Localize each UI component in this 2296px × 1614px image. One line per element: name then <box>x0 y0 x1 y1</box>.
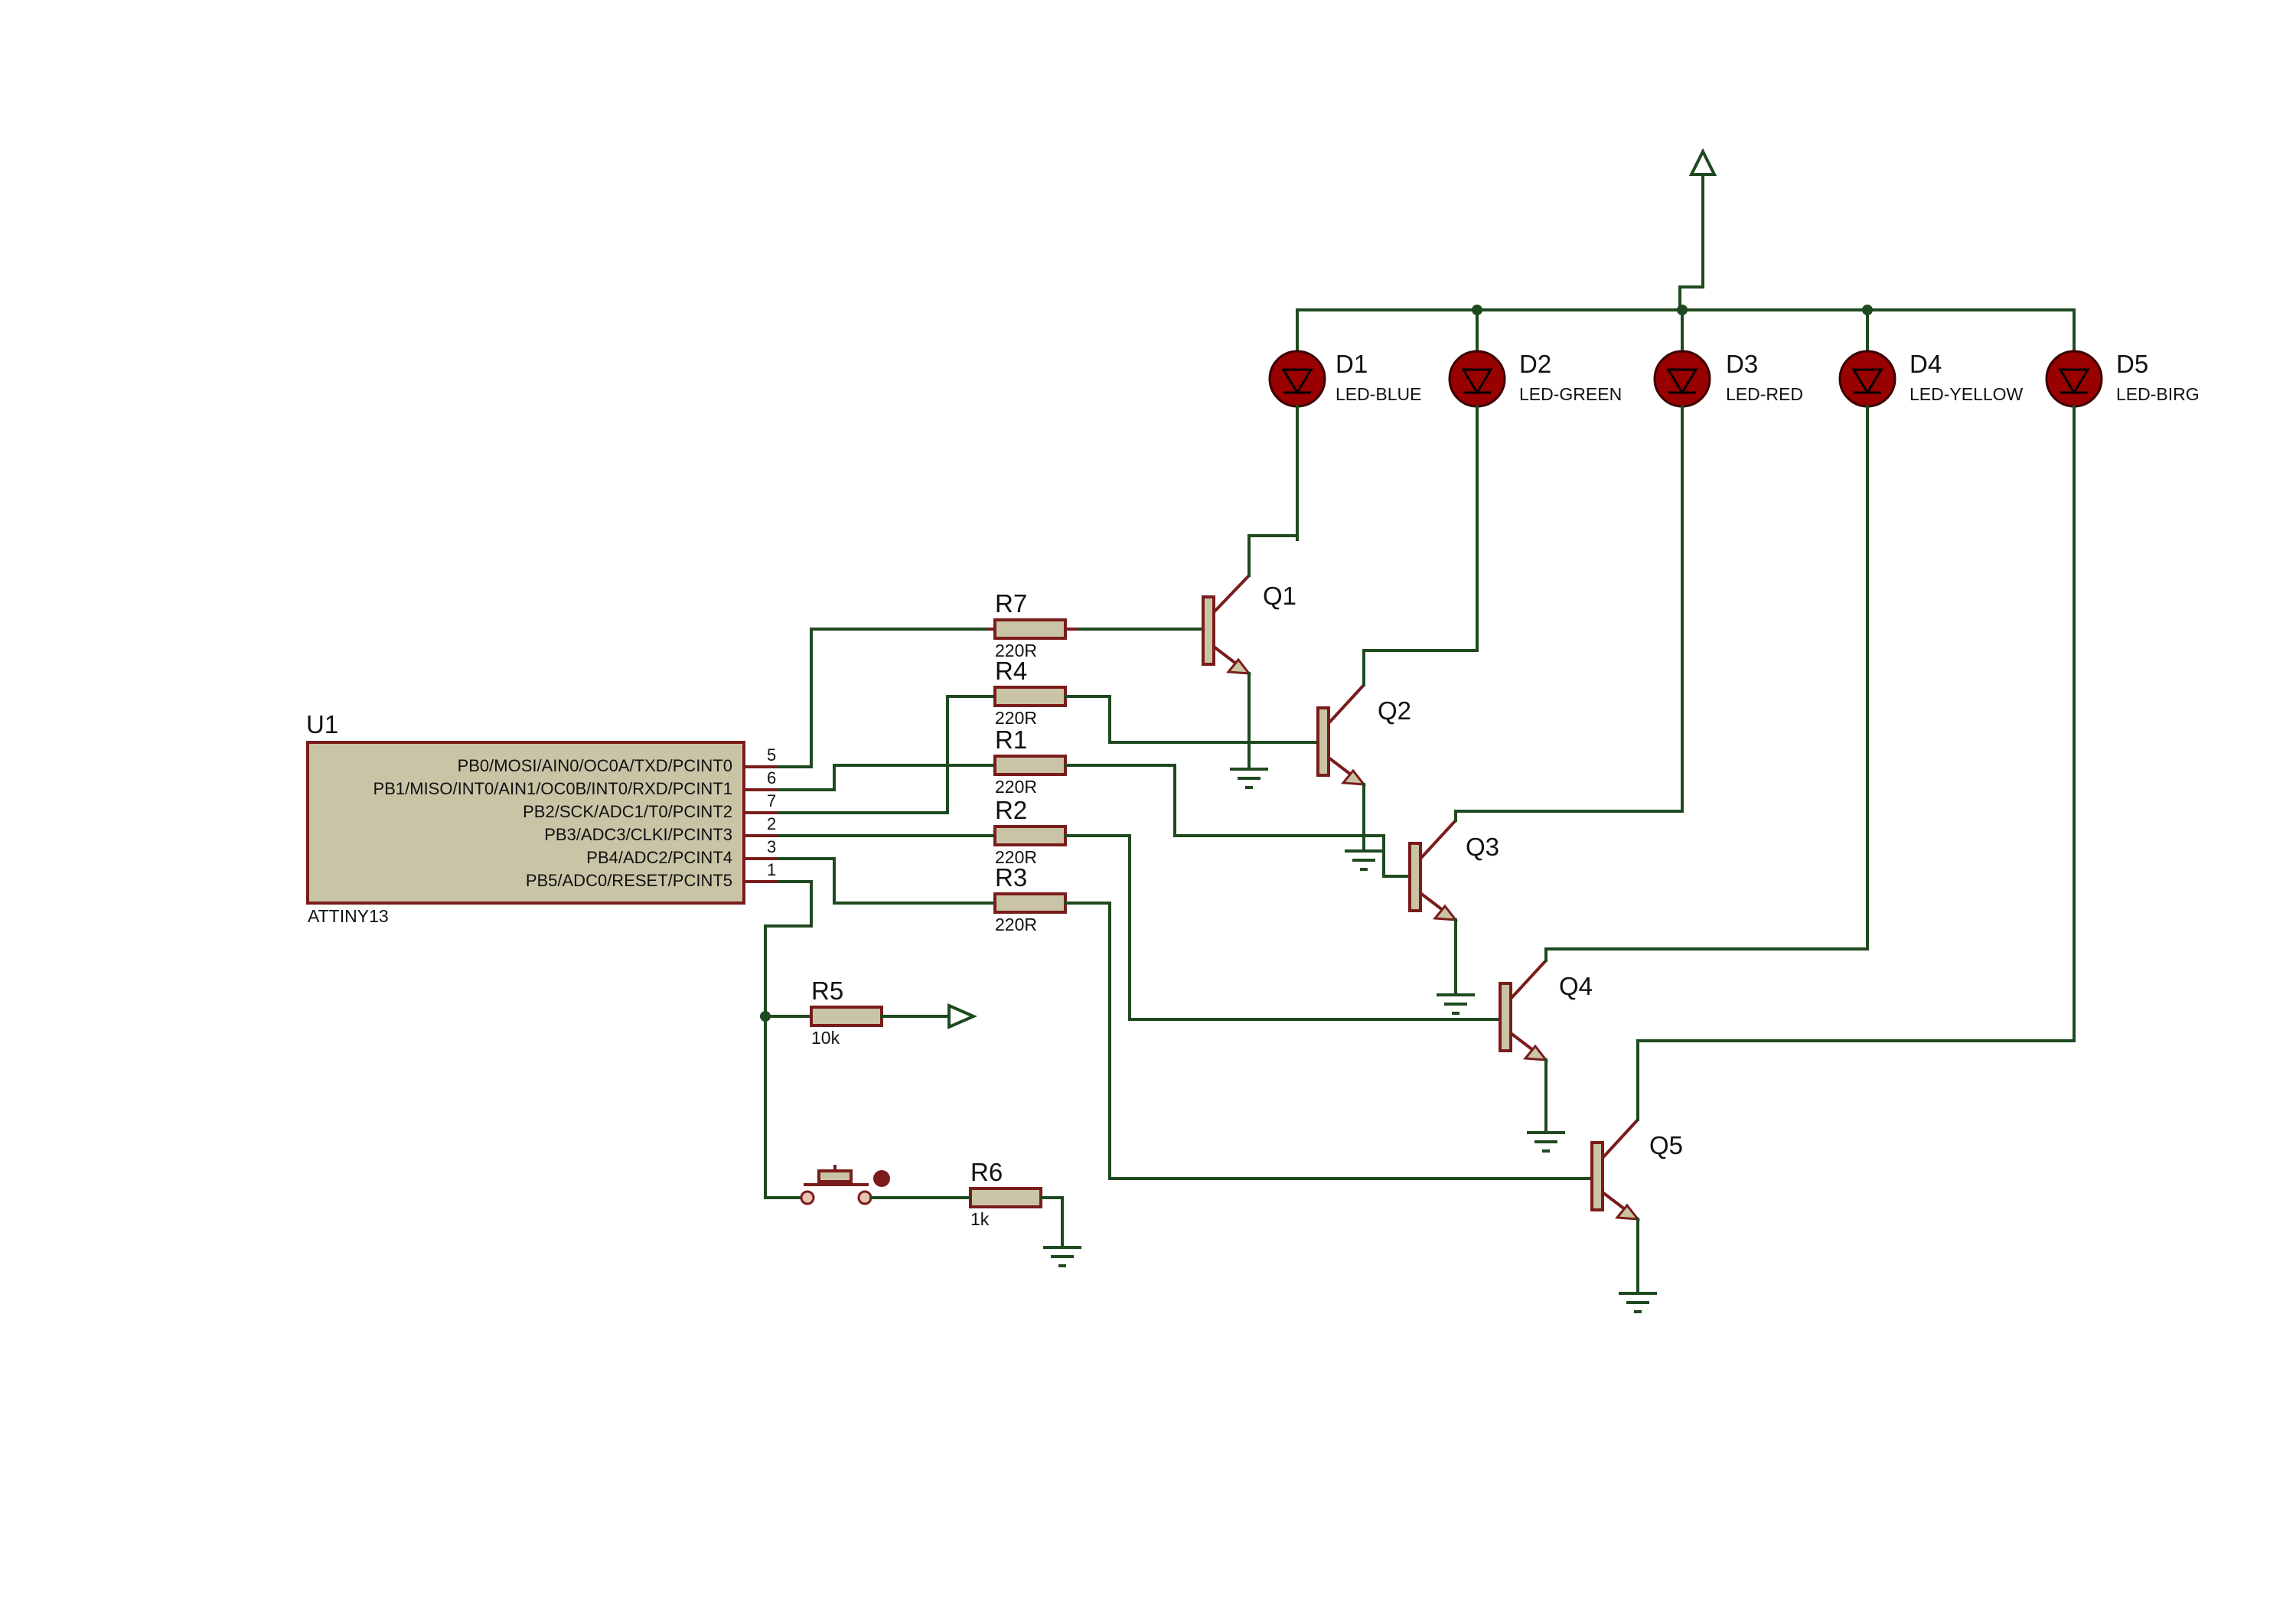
transistor-icon <box>1408 842 1422 912</box>
resistor-value: 220R <box>995 915 1037 934</box>
transistor-icon <box>1590 1141 1604 1211</box>
transistor-ref: Q5 <box>1649 1131 1683 1159</box>
ground-icon <box>1527 1131 1565 1153</box>
pin-label: PB0/MOSI/AIN0/OC0A/TXD/PCINT0 <box>458 756 732 775</box>
resistor-ref: R7 <box>995 589 1027 618</box>
led-d3: D3 LED-RED <box>1653 308 1803 813</box>
resistor-value: 10k <box>811 1028 840 1048</box>
vcc-arrow-icon <box>947 1003 977 1030</box>
pin-label: PB4/ADC2/PCINT4 <box>586 848 732 867</box>
led-value: LED-YELLOW <box>1910 384 2024 404</box>
pin-number: 7 <box>767 791 776 810</box>
transistor-icon <box>1316 706 1330 777</box>
led-icon <box>1838 350 1896 408</box>
ground-icon <box>1437 993 1475 1015</box>
transistor-ref: Q1 <box>1263 582 1296 610</box>
resistor-r1: R1 220R <box>993 725 1067 797</box>
transistor-q3: Q3 <box>1064 764 1684 996</box>
led-icon <box>1268 350 1326 408</box>
resistor-value: 220R <box>995 641 1037 660</box>
pin-label: PB1/MISO/INT0/AIN1/OC0B/INT0/RXD/PCINT1 <box>373 779 732 798</box>
signal-wires <box>760 628 996 1199</box>
vcc-arrow-icon <box>1688 148 1717 176</box>
resistor-icon <box>810 1006 883 1027</box>
transistor-q2: Q2 <box>1064 649 1479 853</box>
ground-symbols <box>1043 768 1657 1313</box>
resistor-r6: R6 1k <box>969 1158 1064 1249</box>
led-icon <box>1448 350 1506 408</box>
led-ref: D4 <box>1910 350 1942 378</box>
resistor-icon <box>969 1187 1042 1208</box>
ic-body <box>306 741 745 905</box>
transistor-ref: Q2 <box>1378 696 1411 725</box>
transistor-q5: Q5 <box>1064 902 2076 1295</box>
ground-icon <box>1230 768 1268 789</box>
resistor-ref: R4 <box>995 657 1027 685</box>
pin-label: PB2/SCK/ADC1/T0/PCINT2 <box>523 802 732 821</box>
ic-part: ATTINY13 <box>308 906 389 926</box>
resistor-icon <box>993 825 1067 846</box>
resistor-ref: R2 <box>995 796 1027 824</box>
resistor-value: 1k <box>970 1209 990 1229</box>
resistor-r4: R4 220R <box>993 657 1067 728</box>
pin-number: 1 <box>767 860 776 879</box>
pin-number: 3 <box>767 837 776 856</box>
resistor-icon <box>993 618 1067 640</box>
led-value: LED-BIRG <box>2116 384 2200 404</box>
led-icon <box>2045 350 2103 408</box>
ground-icon <box>1619 1292 1657 1313</box>
resistor-ref: R6 <box>970 1158 1003 1186</box>
resistor-icon <box>993 686 1067 707</box>
led-d5: D5 LED-BIRG <box>2045 308 2200 1042</box>
resistor-r5: R5 10k <box>810 977 977 1048</box>
resistor-r7: R7 220R <box>987 589 1079 660</box>
transistor-q4: Q4 <box>1064 834 1869 1134</box>
ground-icon <box>1345 849 1383 871</box>
transistor-ref: Q4 <box>1559 972 1593 1000</box>
resistor-ref: R5 <box>811 977 843 1005</box>
resistor-icon <box>993 892 1067 914</box>
led-ref: D5 <box>2116 350 2148 378</box>
pin-label: PB3/ADC3/CLKI/PCINT3 <box>544 825 732 844</box>
resistor-icon <box>993 755 1067 776</box>
resistor-value: 220R <box>995 777 1037 797</box>
led-d4: D4 LED-YELLOW <box>1838 308 2024 950</box>
resistor-value: 220R <box>995 847 1037 867</box>
led-value: LED-RED <box>1726 384 1803 404</box>
resistor-value: 220R <box>995 708 1037 728</box>
transistor-ref: Q3 <box>1466 833 1499 861</box>
ground-icon <box>1043 1246 1081 1267</box>
led-d1: D1 LED-BLUE <box>1268 308 1421 541</box>
transistor-q1: Q1 <box>1078 534 1299 771</box>
led-value: LED-BLUE <box>1336 384 1421 404</box>
pin-number: 5 <box>767 745 776 765</box>
power-rail <box>1296 148 2076 315</box>
led-ref: D2 <box>1519 350 1551 378</box>
transistor-icon <box>1499 982 1512 1052</box>
reset-pushbutton <box>800 1165 972 1205</box>
pin-number: 6 <box>767 768 776 787</box>
led-value: LED-GREEN <box>1519 384 1622 404</box>
resistor-ref: R3 <box>995 863 1027 892</box>
ic-u1: U1 ATTINY13 PB0/MOSI/AIN0/OC0A/TXD/PCINT… <box>306 710 779 926</box>
led-icon <box>1653 350 1711 408</box>
led-ref: D1 <box>1336 350 1368 378</box>
pin-number: 2 <box>767 814 776 833</box>
pin-label: PB5/ADC0/RESET/PCINT5 <box>526 871 732 890</box>
ic-ref: U1 <box>306 710 338 739</box>
resistor-r3: R3 220R <box>993 863 1067 934</box>
resistor-r2: R2 220R <box>993 796 1067 867</box>
led-ref: D3 <box>1726 350 1758 378</box>
transistor-icon <box>1202 595 1215 666</box>
led-d2: D2 LED-GREEN <box>1448 308 1622 652</box>
resistor-ref: R1 <box>995 725 1027 754</box>
